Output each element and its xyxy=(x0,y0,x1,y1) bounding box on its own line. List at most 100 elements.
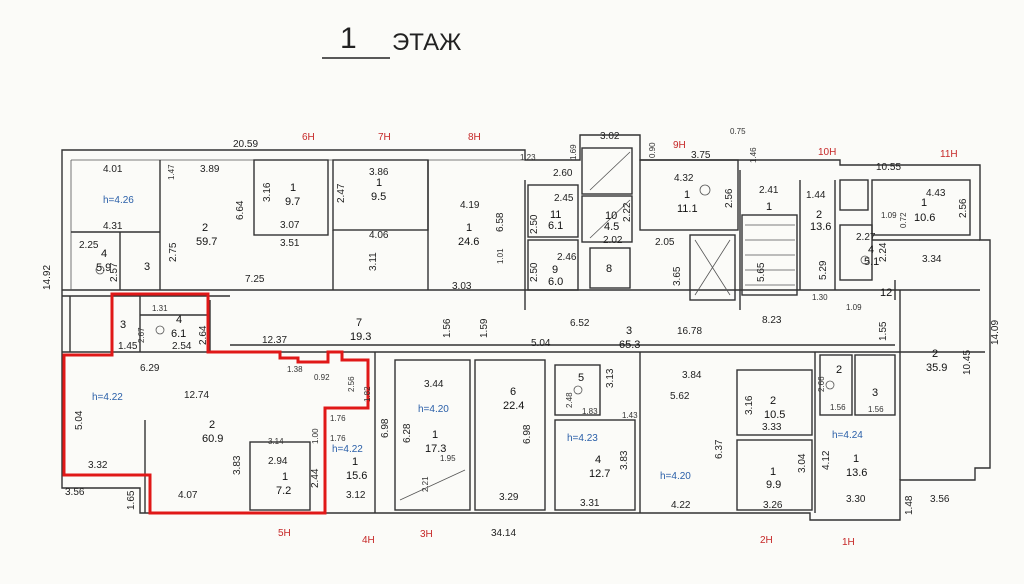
height-label: h=4.26 xyxy=(103,195,134,206)
dimension-label: 7.25 xyxy=(245,274,265,285)
room-number: 4 xyxy=(176,314,182,326)
dimension-label: 5.65 xyxy=(756,262,767,282)
dimension-label: 1.65 xyxy=(126,490,137,510)
room-area: 6.1 xyxy=(171,328,186,340)
dimension-label: 1.55 xyxy=(878,321,889,341)
dimension-label: 12.74 xyxy=(184,390,209,401)
dimension-label: 5.29 xyxy=(818,260,829,280)
dimension-label: 3.30 xyxy=(846,494,866,505)
dimension-label: 6.98 xyxy=(380,418,391,438)
unit-label-7n: 7Н xyxy=(378,132,391,143)
dimension-label: 2.27 xyxy=(856,232,876,243)
dimension-label: 6.28 xyxy=(402,423,413,443)
dimension-label: 2.60 xyxy=(553,168,573,179)
room-area: 24.6 xyxy=(458,236,479,248)
room-number: 1 xyxy=(376,177,382,189)
dimension-label: 2.41 xyxy=(759,185,779,196)
room-number: 1 xyxy=(684,189,690,201)
room-number: 1 xyxy=(352,456,358,468)
dimension-label: 3.89 xyxy=(200,164,220,175)
room-area: 22.4 xyxy=(503,400,524,412)
dimension-label: 2.45 xyxy=(554,193,574,204)
room-number: 1 xyxy=(853,453,859,465)
dimension-label: 3.32 xyxy=(88,460,108,471)
dimension-label: 2.64 xyxy=(198,325,209,345)
height-labels: h=4.26 h=4.22 h=4.22 h=4.20 h=4.23 h=4.2… xyxy=(92,195,863,482)
room-number: 5 xyxy=(578,372,584,384)
dimension-label: 2.46 xyxy=(557,252,577,263)
dimension-label: 2.47 xyxy=(336,183,347,203)
unit-label-2n: 2Н xyxy=(760,535,773,546)
dimension-label: 2.48 xyxy=(565,392,574,408)
dimension-label: 20.59 xyxy=(233,139,258,150)
unit-label-1n: 1Н xyxy=(842,537,855,548)
unit-label-8n: 8Н xyxy=(468,132,481,143)
room-number: 1 xyxy=(290,182,296,194)
room-number: 1 xyxy=(770,466,776,478)
dimension-label: 10.55 xyxy=(876,162,901,173)
dimension-label: 3.04 xyxy=(797,453,808,473)
room-area: 19.3 xyxy=(350,331,371,343)
room-area: 9.9 xyxy=(766,479,781,491)
dimension-label: 6.64 xyxy=(235,200,246,220)
title-number: 1 xyxy=(340,22,357,55)
dimension-label: 1.76 xyxy=(330,434,346,443)
room-area: 10.5 xyxy=(764,409,785,421)
dimension-label: 2.94 xyxy=(268,456,288,467)
dimension-label: 3.33 xyxy=(762,422,782,433)
dimension-label: 1.83 xyxy=(582,407,598,416)
room-number: 4 xyxy=(868,244,874,256)
room-number: 3 xyxy=(120,319,126,331)
dimension-label: 4.22 xyxy=(671,500,691,511)
room-number: 1 xyxy=(466,222,472,234)
dimension-label: 16.78 xyxy=(677,326,702,337)
dimension-label: 3.83 xyxy=(232,455,243,475)
dimension-label: 14.92 xyxy=(42,265,53,290)
dimension-label: 1.48 xyxy=(904,495,915,515)
room-area: 59.7 xyxy=(196,236,217,248)
dimension-label: 2.24 xyxy=(878,242,889,262)
dimension-label: 14.09 xyxy=(990,320,1001,345)
highlighted-unit-outline xyxy=(62,292,370,515)
dimension-label: 3.84 xyxy=(682,370,702,381)
room-area: 12.7 xyxy=(589,468,610,480)
room-number: 1 xyxy=(432,429,438,441)
room-number: 4 xyxy=(101,248,107,260)
dimension-label: 3.03 xyxy=(452,281,472,292)
room-number: 2 xyxy=(816,209,822,221)
dimension-label: 1.23 xyxy=(520,153,536,162)
dimension-label: 1.09 xyxy=(881,211,897,220)
room-number: 8 xyxy=(606,263,612,275)
dimension-label: 2.54 xyxy=(172,341,192,352)
room-number: 10 xyxy=(605,210,617,222)
dimension-label: 2.22 xyxy=(622,202,633,222)
room-area: 7.2 xyxy=(276,485,291,497)
dimension-label: 4.32 xyxy=(674,173,694,184)
dimension-label: 6.52 xyxy=(570,318,590,329)
dimension-label: 2.44 xyxy=(310,468,321,488)
stair-elevator-symbols xyxy=(95,151,870,501)
room-number: 1 xyxy=(282,471,288,483)
room-number: 9 xyxy=(552,264,558,276)
dimension-label: 2.05 xyxy=(655,237,675,248)
dimension-label: 1.47 xyxy=(167,164,176,180)
dimension-label: 1.82 xyxy=(363,386,372,402)
dimension-label: 2.66 xyxy=(817,376,826,392)
dimension-label: 2.57 xyxy=(109,262,120,282)
dimension-label: 10.45 xyxy=(962,350,973,375)
dimension-label: 1.00 xyxy=(311,428,320,444)
unit-label-11n: 11Н xyxy=(940,149,958,160)
room-area: 35.9 xyxy=(926,362,947,374)
height-label: h=4.23 xyxy=(567,433,598,444)
dimension-label: 3.56 xyxy=(930,494,950,505)
dimension-label: 1.43 xyxy=(622,411,638,420)
dimension-label: 1.56 xyxy=(442,318,453,338)
room-area: 5.1 xyxy=(864,256,879,268)
dimension-label: 0.72 xyxy=(899,212,908,228)
dimension-label: 1.56 xyxy=(868,405,884,414)
room-number: 2 xyxy=(209,419,215,431)
dimension-label: 0.75 xyxy=(730,127,746,136)
dimension-label: 2.56 xyxy=(347,376,356,392)
dimension-label: 0.90 xyxy=(648,142,657,158)
